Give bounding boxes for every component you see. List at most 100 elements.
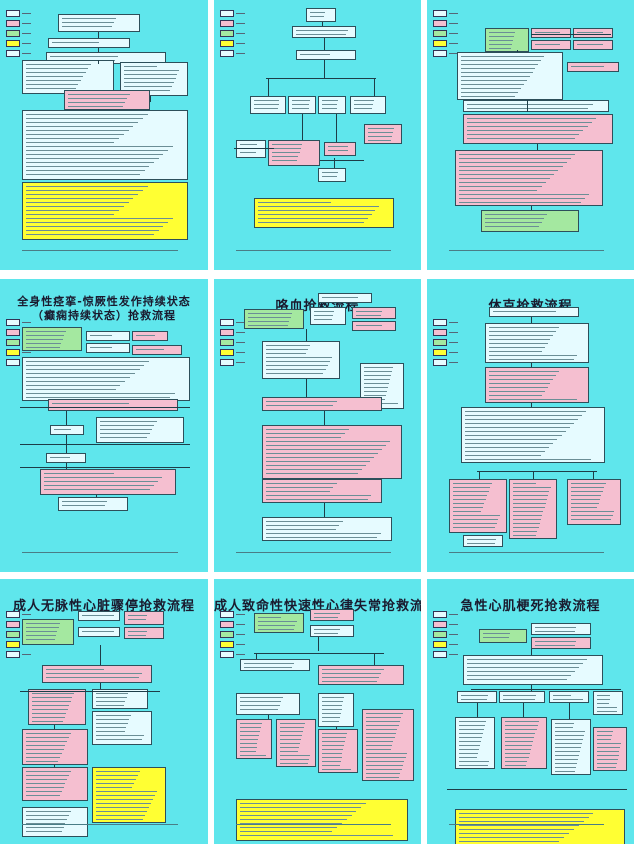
illegible-text-line bbox=[597, 763, 617, 764]
illegible-text-line bbox=[280, 743, 300, 744]
illegible-text-line bbox=[571, 66, 604, 67]
illegible-text-line bbox=[240, 709, 278, 710]
flow-connector bbox=[336, 114, 337, 142]
flow-connector bbox=[302, 114, 303, 140]
illegible-text-line bbox=[266, 441, 390, 442]
illegible-text-line bbox=[513, 491, 549, 492]
flow-step-box bbox=[268, 140, 320, 166]
illegible-text-line bbox=[26, 347, 60, 348]
legend-text-line bbox=[22, 43, 31, 44]
illegible-text-line bbox=[266, 499, 368, 500]
flow-step-box bbox=[262, 397, 382, 411]
illegible-text-line bbox=[292, 108, 309, 109]
poster-title: 全身性痉挛-惊厥性发作持续状态（癫痫持续状态）抢救流程 bbox=[0, 295, 208, 323]
legend-row bbox=[220, 329, 245, 336]
illegible-text-line bbox=[46, 673, 142, 674]
illegible-text-line bbox=[314, 319, 332, 320]
illegible-text-line bbox=[248, 313, 292, 314]
flow-step-box bbox=[58, 497, 128, 511]
illegible-text-line bbox=[364, 371, 392, 372]
flowchart-poster-2 bbox=[214, 0, 421, 270]
flow-connector bbox=[531, 34, 611, 35]
legend-swatch bbox=[433, 329, 447, 336]
flow-step-box bbox=[64, 90, 150, 110]
illegible-text-line bbox=[459, 154, 575, 155]
illegible-text-line bbox=[366, 713, 403, 714]
legend-row bbox=[220, 319, 245, 326]
illegible-text-line bbox=[240, 727, 261, 728]
legend-row bbox=[220, 349, 245, 356]
footer-rule bbox=[449, 250, 604, 251]
illegible-text-line bbox=[26, 381, 125, 382]
illegible-text-line bbox=[366, 749, 391, 750]
legend-row bbox=[220, 339, 245, 346]
illegible-text-line bbox=[459, 170, 558, 171]
illegible-text-line bbox=[453, 499, 486, 500]
legend-text-line bbox=[449, 332, 458, 333]
illegible-text-line bbox=[364, 391, 387, 392]
legend-text-line bbox=[236, 362, 245, 363]
flow-connector bbox=[66, 411, 67, 425]
illegible-text-line bbox=[555, 727, 573, 728]
legend-swatch bbox=[6, 339, 20, 346]
illegible-text-line bbox=[96, 697, 127, 698]
illegible-text-line bbox=[513, 523, 540, 524]
illegible-text-line bbox=[266, 373, 323, 374]
illegible-text-line bbox=[322, 737, 346, 738]
illegible-text-line bbox=[535, 631, 575, 632]
illegible-text-line bbox=[489, 40, 513, 41]
flow-connector bbox=[533, 471, 534, 479]
legend-row bbox=[220, 611, 245, 618]
flow-connector bbox=[20, 467, 190, 468]
flow-step-box bbox=[318, 665, 404, 685]
flow-step-box bbox=[28, 689, 86, 725]
flow-connector bbox=[477, 703, 478, 717]
flow-step-box bbox=[22, 357, 190, 401]
illegible-text-line bbox=[254, 108, 278, 109]
illegible-text-line bbox=[26, 118, 143, 119]
illegible-text-line bbox=[535, 44, 560, 45]
illegible-text-line bbox=[322, 721, 339, 722]
illegible-text-line bbox=[26, 811, 71, 812]
illegible-text-line bbox=[465, 427, 570, 428]
illegible-text-line bbox=[240, 701, 281, 702]
flow-step-box bbox=[22, 619, 74, 645]
flowchart-poster-8: 成人致命性快速性心律失常抢救流程 bbox=[214, 579, 421, 844]
illegible-text-line bbox=[90, 347, 112, 348]
flow-step-box bbox=[593, 727, 627, 771]
illegible-text-line bbox=[26, 737, 69, 738]
illegible-text-line bbox=[26, 343, 61, 344]
flow-step-box bbox=[362, 709, 414, 781]
illegible-text-line bbox=[26, 775, 69, 776]
illegible-text-line bbox=[459, 741, 481, 742]
illegible-text-line bbox=[100, 437, 147, 438]
illegible-text-line bbox=[597, 759, 618, 760]
illegible-text-line bbox=[82, 631, 114, 632]
illegible-text-line bbox=[96, 795, 155, 796]
illegible-text-line bbox=[571, 499, 600, 500]
illegible-text-line bbox=[553, 699, 583, 700]
illegible-text-line bbox=[513, 507, 545, 508]
flow-step-box bbox=[531, 623, 591, 635]
illegible-text-line bbox=[467, 134, 579, 135]
illegible-text-line bbox=[300, 54, 330, 55]
illegible-text-line bbox=[453, 495, 487, 496]
illegible-text-line bbox=[44, 489, 150, 490]
illegible-text-line bbox=[453, 527, 495, 528]
legend-text-line bbox=[449, 23, 458, 24]
illegible-text-line bbox=[266, 487, 333, 488]
illegible-text-line bbox=[96, 739, 142, 740]
illegible-text-line bbox=[489, 399, 577, 400]
illegible-text-line bbox=[505, 741, 533, 742]
flow-connector bbox=[324, 411, 325, 425]
illegible-text-line bbox=[597, 707, 617, 708]
illegible-text-line bbox=[485, 222, 542, 223]
legend-row bbox=[433, 40, 458, 47]
illegible-text-line bbox=[26, 68, 88, 69]
flow-step-box bbox=[364, 124, 402, 144]
illegible-text-line bbox=[296, 34, 346, 35]
illegible-text-line bbox=[26, 174, 140, 175]
illegible-text-line bbox=[266, 361, 330, 362]
illegible-text-line bbox=[26, 166, 149, 167]
illegible-text-line bbox=[26, 787, 64, 788]
